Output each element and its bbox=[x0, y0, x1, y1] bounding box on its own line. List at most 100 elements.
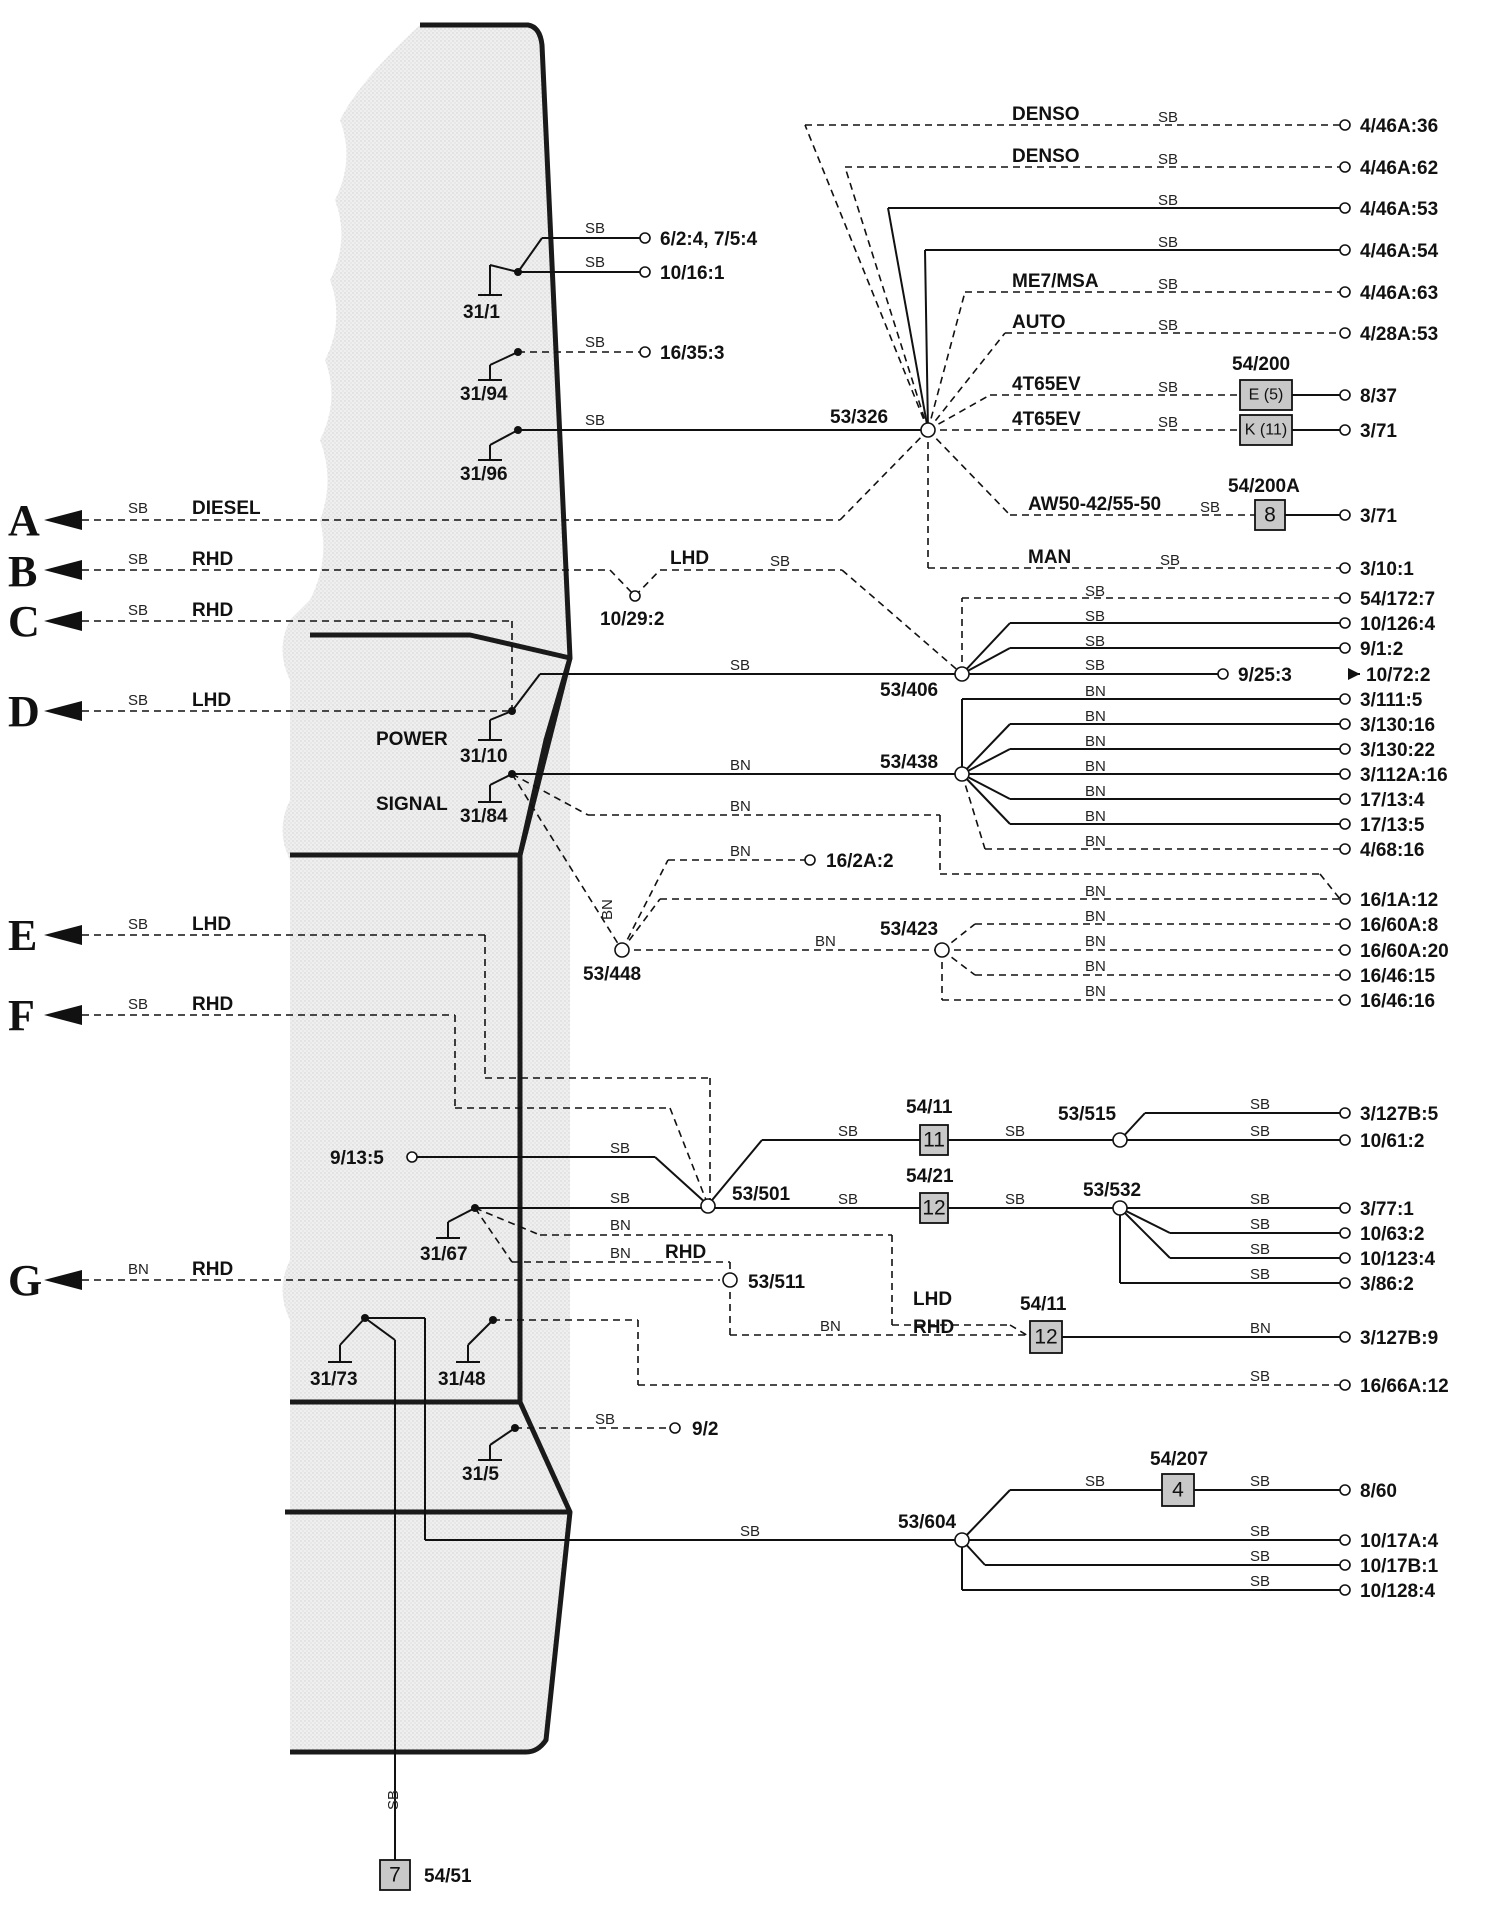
variant-rhd-f: RHD bbox=[192, 994, 233, 1015]
terminal-4-46a-62: 4/46A:62 bbox=[1339, 158, 1438, 179]
splice-label-53-438: 53/438 bbox=[880, 752, 938, 773]
ground-31-67: 31/67 SB BN BN RHD LHD bbox=[420, 1190, 1031, 1338]
terminal-10-123-4: 10/123:4 bbox=[1339, 1249, 1435, 1270]
connector-label-b: B bbox=[8, 547, 37, 596]
splice-label-53-501: 53/501 bbox=[732, 1184, 791, 1205]
svg-text:SB: SB bbox=[1158, 379, 1178, 396]
svg-text:BN: BN bbox=[1085, 808, 1106, 825]
ground-31-1: 31/1 SB SB bbox=[463, 220, 640, 323]
svg-text:SB: SB bbox=[585, 220, 605, 237]
terminal-4-46a-36: 4/46A:36 bbox=[1339, 116, 1438, 137]
arrow-f-icon bbox=[44, 1005, 82, 1025]
svg-text:31/94: 31/94 bbox=[460, 384, 508, 405]
svg-text:7: 7 bbox=[389, 1864, 401, 1887]
svg-text:16/1A:12: 16/1A:12 bbox=[1360, 890, 1438, 911]
svg-text:BN: BN bbox=[730, 757, 751, 774]
terminal-10-16-1: 10/16:1 bbox=[639, 263, 725, 284]
terminal-10-126-4: 10/126:4 bbox=[1339, 614, 1435, 635]
svg-text:SB: SB bbox=[595, 1411, 615, 1428]
variant-lhd-b: LHD bbox=[670, 548, 709, 569]
right-terminals: 4/46A:36 4/46A:62 4/46A:53 4/46A:54 4/46… bbox=[1339, 116, 1449, 1602]
svg-text:SB: SB bbox=[1160, 552, 1180, 569]
splice-53-604 bbox=[954, 1532, 970, 1548]
splice-label-53-326: 53/326 bbox=[830, 407, 888, 428]
svg-text:SB: SB bbox=[1250, 1548, 1270, 1565]
svg-text:16/46:16: 16/46:16 bbox=[1360, 991, 1435, 1012]
svg-text:SB: SB bbox=[128, 602, 148, 619]
svg-text:31/48: 31/48 bbox=[438, 1369, 486, 1390]
terminal-17-13-5: 17/13:5 bbox=[1339, 815, 1425, 836]
svg-text:SB: SB bbox=[740, 1523, 760, 1540]
svg-text:8/37: 8/37 bbox=[1360, 386, 1397, 407]
connector-label-c: C bbox=[8, 597, 40, 646]
lhd-branch-10-29-2: 10/29:2 LHD SB bbox=[600, 548, 963, 675]
variant-rhd-b: RHD bbox=[192, 549, 233, 570]
svg-text:3/71: 3/71 bbox=[1360, 421, 1397, 442]
svg-text:17/13:4: 17/13:4 bbox=[1360, 790, 1425, 811]
svg-text:10/126:4: 10/126:4 bbox=[1360, 614, 1435, 635]
svg-text:SB: SB bbox=[128, 551, 148, 568]
svg-text:11: 11 bbox=[923, 1129, 945, 1152]
svg-text:SB: SB bbox=[585, 412, 605, 429]
svg-text:16/2A:2: 16/2A:2 bbox=[826, 851, 894, 872]
variant-lhd-e: LHD bbox=[192, 914, 231, 935]
svg-text:10/63:2: 10/63:2 bbox=[1360, 1224, 1424, 1245]
svg-text:4T65EV: 4T65EV bbox=[1012, 409, 1081, 430]
terminal-4-28a-53: 4/28A:53 bbox=[1339, 324, 1438, 345]
svg-text:SB: SB bbox=[610, 1190, 630, 1207]
svg-text:SB: SB bbox=[128, 500, 148, 517]
svg-text:4/46A:62: 4/46A:62 bbox=[1360, 158, 1438, 179]
splice-label-53-423: 53/423 bbox=[880, 919, 938, 940]
splice-53-326-wires bbox=[804, 124, 1340, 569]
terminal-3-71-b: 3/71 bbox=[1339, 506, 1397, 527]
terminal-10-128-4: 10/128:4 bbox=[1339, 1581, 1435, 1602]
svg-text:SB: SB bbox=[1250, 1096, 1270, 1113]
terminal-10-72-2: 10/72:2 bbox=[1366, 665, 1430, 686]
svg-text:BN: BN bbox=[1085, 708, 1106, 725]
svg-text:E (5): E (5) bbox=[1249, 387, 1284, 404]
svg-text:54/207: 54/207 bbox=[1150, 1449, 1208, 1470]
svg-text:SB: SB bbox=[1005, 1191, 1025, 1208]
terminal-16-35-3: 16/35:3 bbox=[639, 343, 724, 364]
svg-text:54/51: 54/51 bbox=[424, 1866, 472, 1887]
arrow-e-icon bbox=[44, 925, 82, 945]
svg-text:3/130:16: 3/130:16 bbox=[1360, 715, 1435, 736]
svg-text:4T65EV: 4T65EV bbox=[1012, 374, 1081, 395]
terminal-10-17a-4: 10/17A:4 bbox=[1339, 1531, 1439, 1552]
terminal-16-66a-12: 16/66A:12 bbox=[1339, 1376, 1449, 1397]
svg-text:10/16:1: 10/16:1 bbox=[660, 263, 725, 284]
svg-text:BN: BN bbox=[1085, 983, 1106, 1000]
splice-53-511-wires: BN RHD bbox=[729, 1280, 1030, 1338]
svg-text:SB: SB bbox=[1250, 1241, 1270, 1258]
terminal-9-1-2: 9/1:2 bbox=[1339, 639, 1403, 660]
svg-text:SB: SB bbox=[1250, 1216, 1270, 1233]
splice-53-501 bbox=[700, 1198, 716, 1214]
splice-53-448 bbox=[614, 942, 630, 958]
svg-text:SB: SB bbox=[1250, 1191, 1270, 1208]
svg-text:4/68:16: 4/68:16 bbox=[1360, 840, 1424, 861]
variant-rhd-g: RHD bbox=[192, 1259, 233, 1280]
svg-text:SB: SB bbox=[1085, 1473, 1105, 1490]
terminal-3-111-5: 3/111:5 bbox=[1339, 690, 1423, 711]
splice-label-53-406: 53/406 bbox=[880, 680, 938, 701]
terminal-3-130-22: 3/130:22 bbox=[1339, 740, 1435, 761]
svg-text:ME7/MSA: ME7/MSA bbox=[1012, 271, 1099, 292]
svg-text:SB: SB bbox=[1085, 657, 1105, 674]
svg-text:SB: SB bbox=[770, 553, 790, 570]
variant-rhd-54-11: RHD bbox=[913, 1317, 954, 1338]
svg-text:16/60A:8: 16/60A:8 bbox=[1360, 915, 1438, 936]
terminal-8-60: 8/60 bbox=[1339, 1481, 1397, 1502]
svg-text:31/10: 31/10 bbox=[460, 746, 508, 767]
svg-text:SB: SB bbox=[1250, 1473, 1270, 1490]
svg-text:8: 8 bbox=[1264, 504, 1276, 527]
svg-text:BN: BN bbox=[1085, 958, 1106, 975]
harness-shaded-area bbox=[282, 25, 570, 1752]
svg-text:4/46A:53: 4/46A:53 bbox=[1360, 199, 1438, 220]
svg-text:31/96: 31/96 bbox=[460, 464, 508, 485]
svg-text:SB: SB bbox=[1250, 1266, 1270, 1283]
terminal-54-172-7: 54/172:7 bbox=[1339, 589, 1435, 610]
terminal-3-130-16: 3/130:16 bbox=[1339, 715, 1435, 736]
terminal-16-60a-20: 16/60A:20 bbox=[1339, 941, 1449, 962]
svg-text:4/46A:54: 4/46A:54 bbox=[1360, 241, 1439, 262]
